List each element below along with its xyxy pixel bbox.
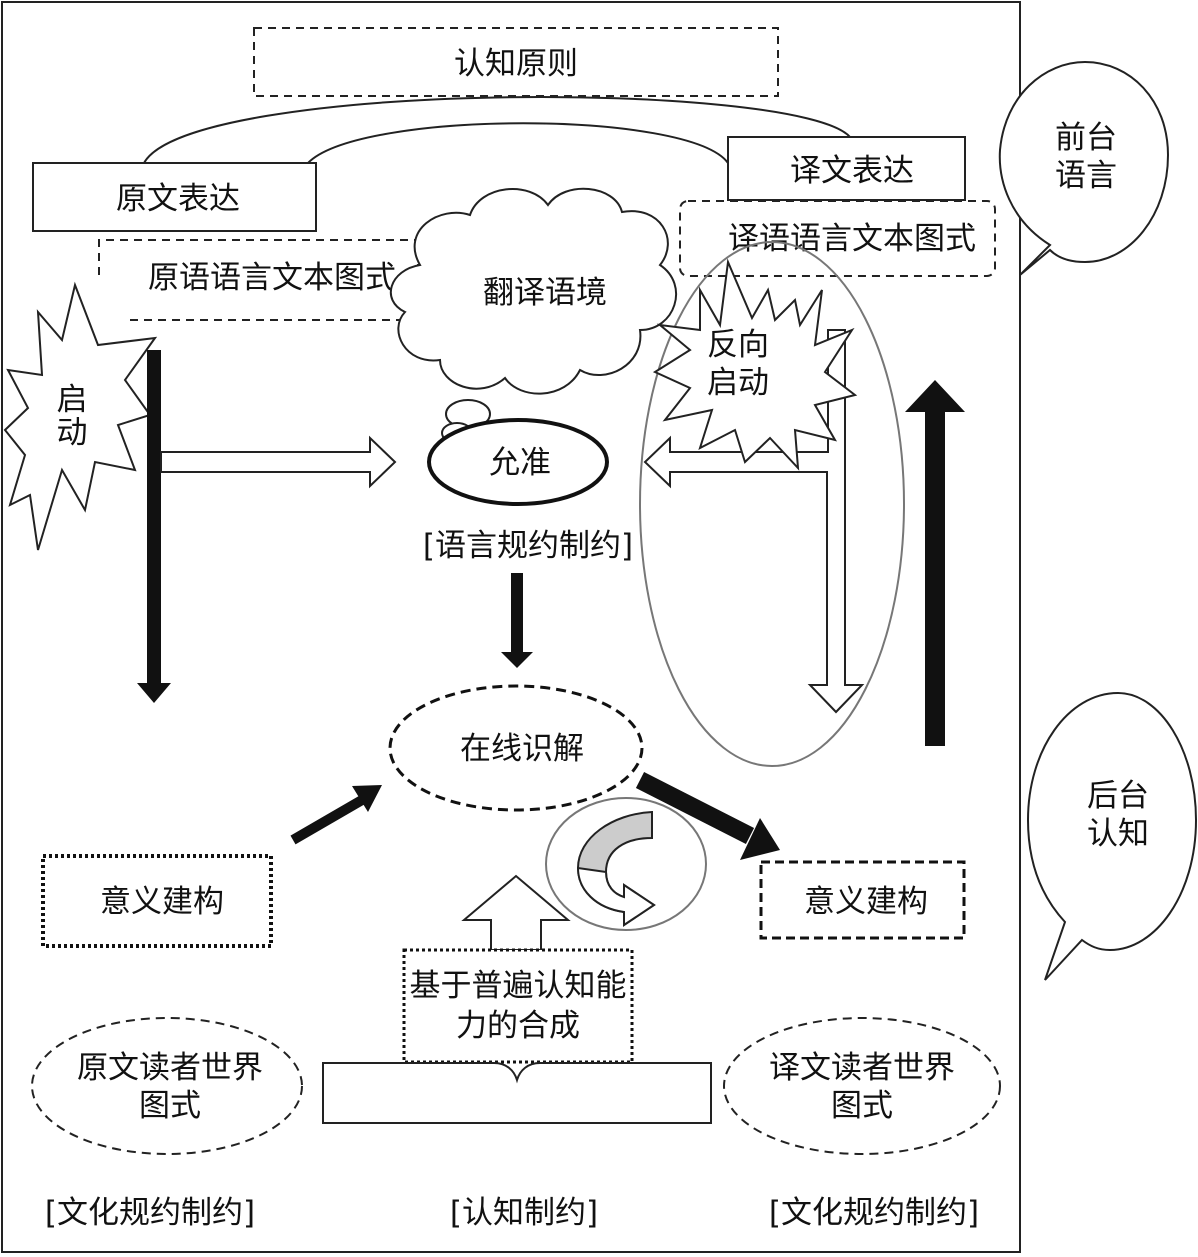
right-construction-arrow-shaft (635, 771, 755, 845)
left-down-arrow-shaft (147, 350, 161, 685)
online-construal-ellipse (388, 684, 644, 812)
hollow-branch-arrow (643, 329, 865, 714)
left-down-arrow-head (137, 683, 171, 703)
activation-label-2: 动 (57, 415, 88, 451)
source-reader-schema-ellipse (31, 1017, 303, 1155)
reverse-activation-label-2: 启动 (707, 365, 769, 401)
frontstage-label-1: 前台 (1055, 120, 1117, 156)
frontstage-label-2: 语言 (1055, 158, 1117, 194)
language-constraint-label: [语言规约制约] (423, 528, 633, 564)
cognitive-principle-label: 认知原则 (454, 46, 578, 82)
translation-context-cloud (389, 187, 678, 395)
source-reader-schema-label-1: 原文读者世界 (77, 1050, 263, 1086)
right-up-arrow-head (905, 380, 965, 412)
target-reader-schema-label-1: 译文读者世界 (769, 1050, 955, 1086)
frontstage-speech-bubble (998, 60, 1170, 276)
rotate-circle (545, 797, 707, 931)
synthesis-up-arrow (461, 874, 571, 951)
source-expression-box (32, 162, 317, 232)
source-text-schema-label: 原语语言文本图式 (148, 260, 396, 296)
rotate-arrow-face (576, 866, 656, 927)
center-down-arrow-head (501, 652, 533, 668)
synthesis-box (402, 948, 634, 1064)
reverse-activation-label-1: 反向 (707, 327, 769, 363)
meaning-construction-right-label: 意义建构 (804, 884, 928, 920)
target-expression-label: 译文表达 (790, 153, 914, 189)
meaning-construction-left-label: 意义建构 (100, 884, 224, 920)
reverse-activation-burst (652, 258, 858, 471)
backstage-speech-bubble (1026, 691, 1198, 981)
target-expression-box (727, 136, 966, 201)
synthesis-label-1: 基于普遍认知能 (410, 968, 627, 1004)
target-text-schema-label: 译语语言文本图式 (728, 221, 976, 257)
synthesis-brace (322, 1062, 712, 1124)
activation-label-1: 启 (57, 382, 88, 418)
inner-arc (307, 122, 729, 164)
online-construal-label: 在线识解 (460, 731, 584, 767)
activation-burst (3, 281, 158, 551)
reverse-activation-ellipse (639, 241, 905, 767)
permit-ellipse (427, 418, 609, 506)
center-down-arrow-shaft (511, 573, 523, 655)
cultural-constraint-left-label: [文化规约制约] (45, 1195, 255, 1231)
backstage-label-2: 认知 (1087, 816, 1149, 852)
cognitive-constraint-label: [认知制约] (450, 1195, 598, 1231)
outer-frame (1, 1, 1021, 1253)
synthesis-label-2: 力的合成 (456, 1008, 580, 1044)
target-reader-schema-ellipse (723, 1017, 1001, 1155)
backstage-label-1: 后台 (1087, 778, 1149, 814)
translation-context-label: 翻译语境 (483, 275, 607, 311)
target-reader-schema-label-2: 图式 (831, 1088, 893, 1124)
right-up-arrow-shaft (925, 408, 945, 746)
source-reader-schema-label-2: 图式 (139, 1088, 201, 1124)
outer-arc (143, 96, 851, 164)
meaning-construction-left-box (41, 854, 273, 948)
right-construction-arrow-head (740, 818, 780, 860)
cognitive-principle-box (253, 27, 779, 97)
cultural-constraint-right-label: [文化规约制约] (769, 1195, 979, 1231)
source-expression-label: 原文表达 (116, 181, 240, 217)
hollow-arrow-to-permit (160, 435, 397, 489)
meaning-construction-right-box (759, 860, 966, 940)
permit-label: 允准 (489, 445, 551, 481)
left-construction-arrow-shaft (290, 795, 365, 845)
left-construction-arrow-head (352, 785, 382, 812)
